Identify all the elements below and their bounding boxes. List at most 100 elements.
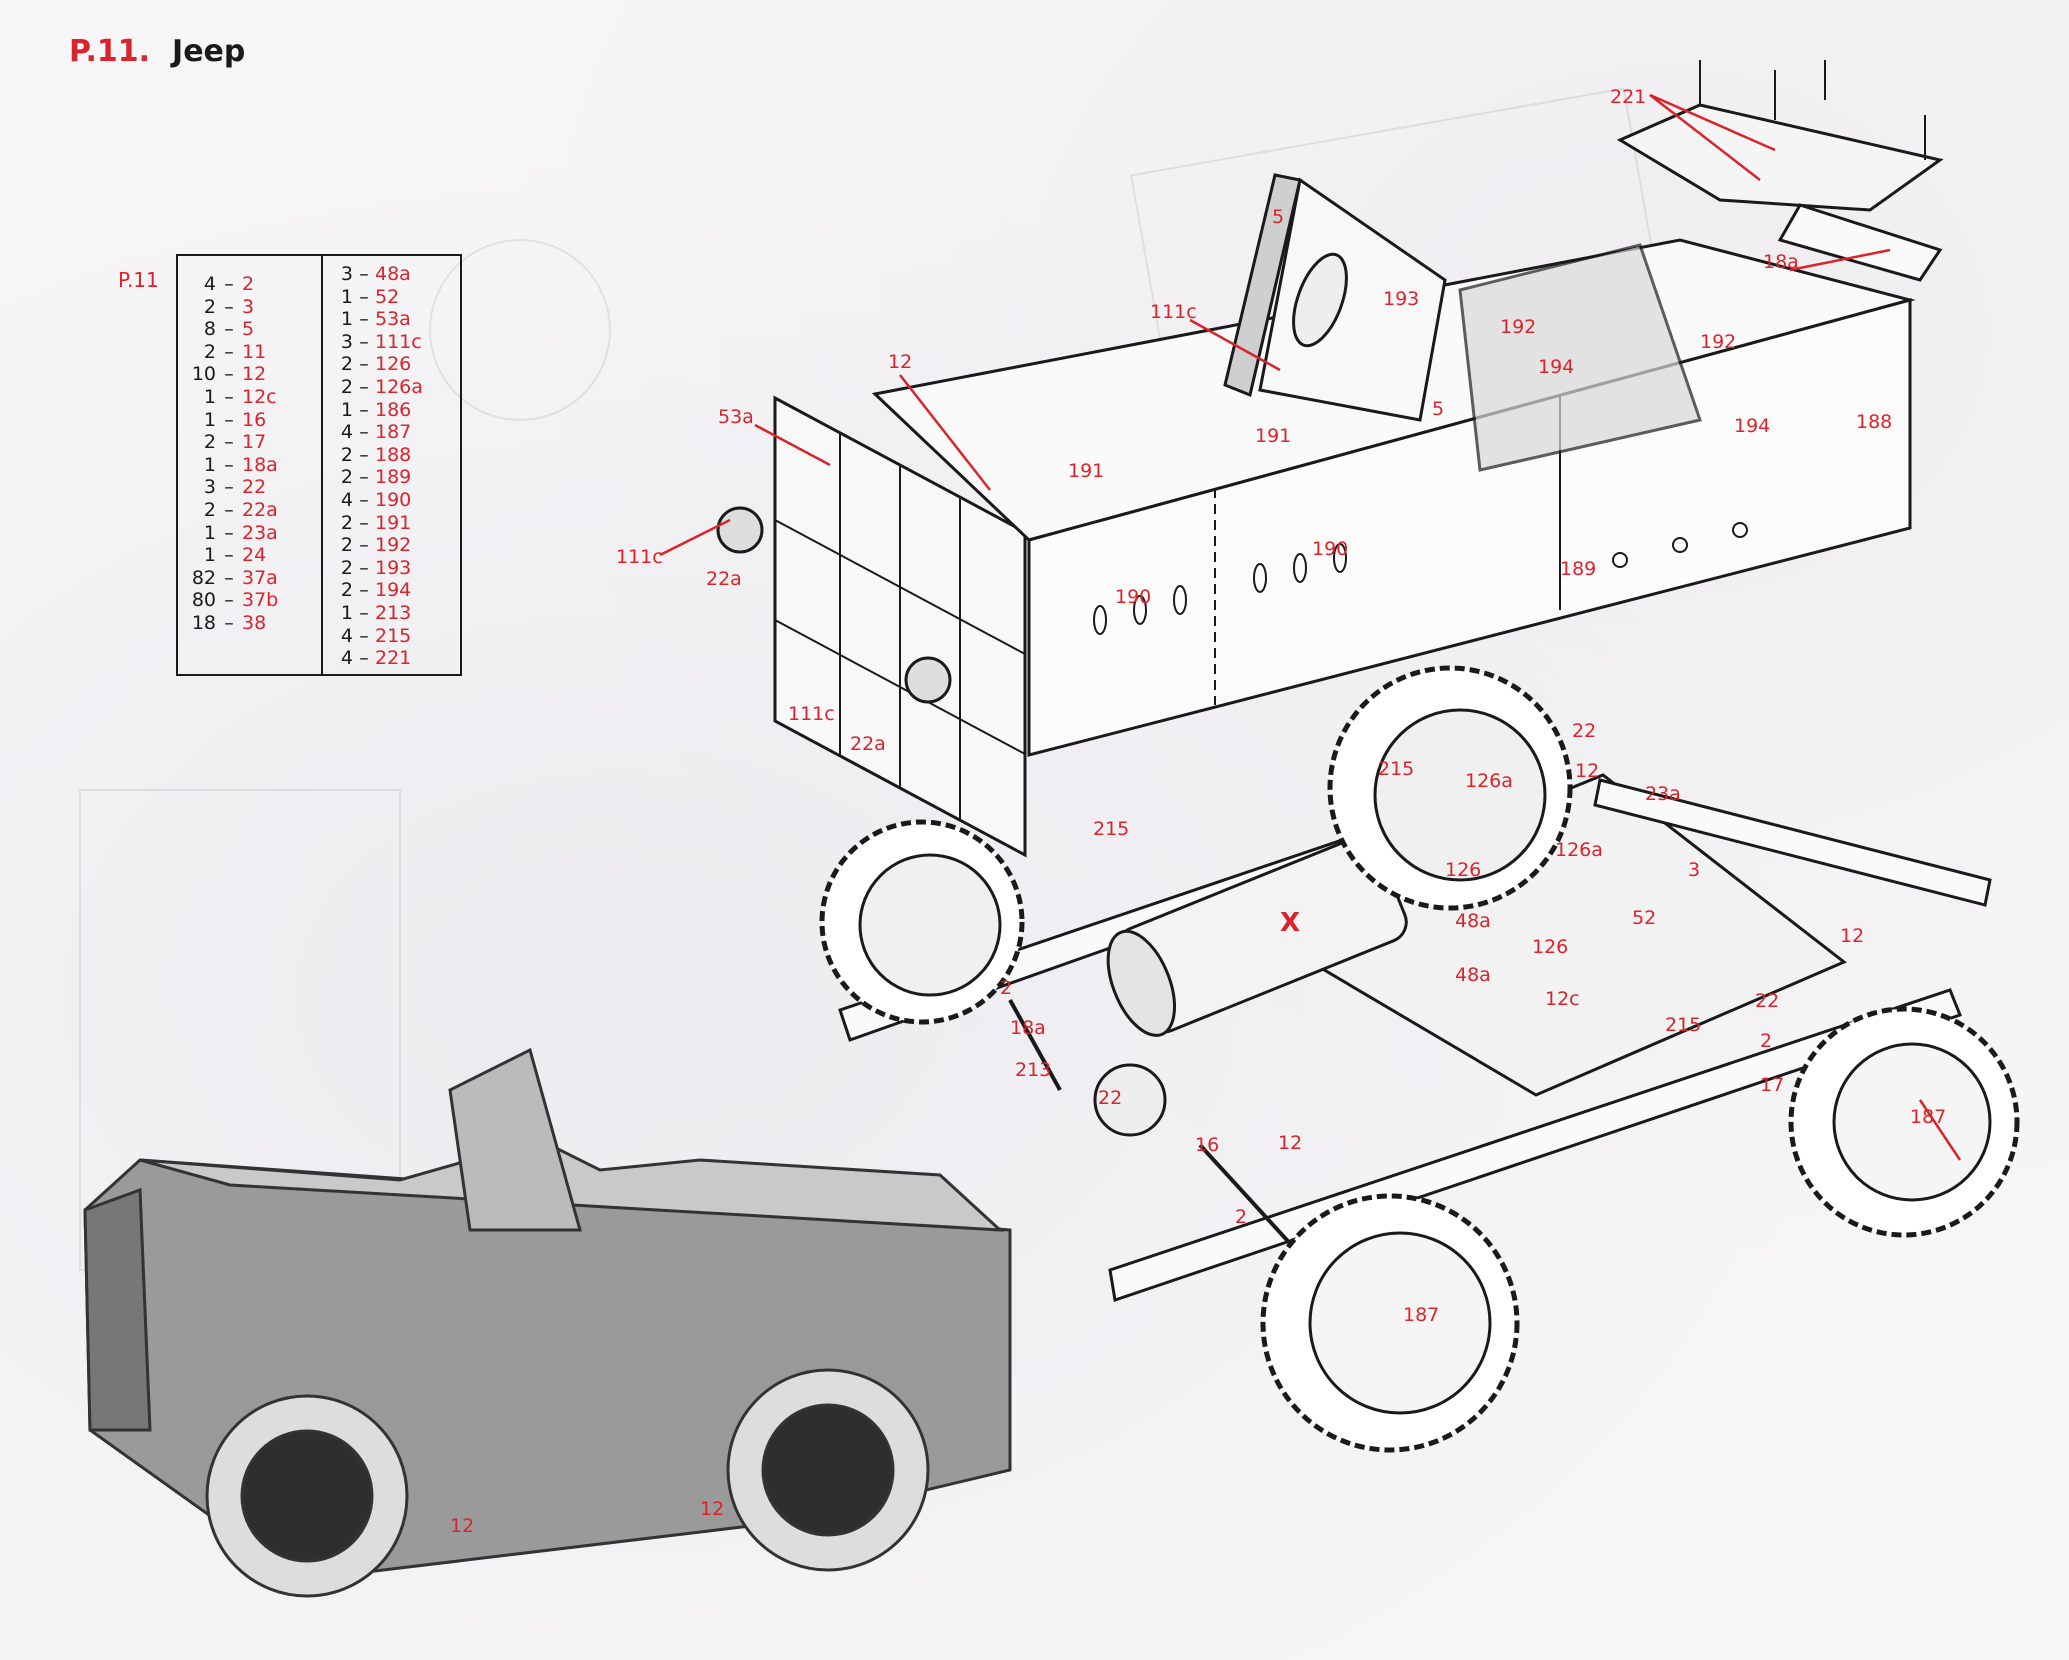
dash: –	[359, 263, 369, 285]
dash: –	[359, 488, 369, 511]
part-quantity: 4	[340, 488, 353, 511]
part-number: 52	[375, 285, 400, 308]
part-number: 126a	[375, 375, 423, 398]
part-callout-label: 215	[1378, 758, 1415, 780]
part-number: 22	[242, 476, 267, 499]
part-quantity: 2	[340, 556, 353, 579]
part-callout-label: 12	[1575, 760, 1600, 782]
parts-row: 2–126	[323, 353, 460, 376]
dash: –	[224, 363, 234, 386]
parts-row: 2–188	[323, 444, 460, 467]
part-number: 23a	[242, 521, 278, 544]
part-quantity: 4	[340, 421, 353, 444]
part-callout-label: 12	[888, 351, 913, 373]
part-callout-label: 12	[700, 1498, 725, 1520]
part-quantity: 2	[203, 295, 216, 318]
parts-row: 2–3	[178, 296, 321, 319]
part-number: 12c	[242, 385, 277, 408]
part-quantity: 2	[340, 443, 353, 466]
part-number: 187	[375, 421, 412, 444]
part-callout-label: 2	[1235, 1206, 1248, 1228]
parts-column-left: for(let i=0;i<16;i++)document.write('<di…	[178, 256, 323, 674]
part-quantity: 2	[203, 498, 216, 521]
dash: –	[224, 566, 234, 589]
parts-row: 3–48a	[323, 263, 460, 286]
jeep-photograph	[83, 1047, 1012, 1598]
part-callout-label: 194	[1734, 415, 1771, 437]
part-callout-label: 18a	[1763, 251, 1799, 273]
part-number: 37a	[242, 566, 278, 589]
part-callout-label: 111c	[1150, 301, 1197, 323]
parts-row: 2–17	[178, 431, 321, 454]
part-callout-label: 22	[1755, 990, 1780, 1012]
part-quantity: 3	[203, 476, 216, 499]
part-quantity: 3	[340, 330, 353, 353]
part-callout-label: 48a	[1455, 910, 1491, 932]
part-callout-label: 215	[1665, 1014, 1702, 1036]
parts-column-right: for(let i=0;i<18;i++)document.write('<di…	[323, 256, 460, 674]
part-callout-label: 193	[1383, 288, 1420, 310]
part-number: 53a	[375, 308, 411, 331]
dash: –	[359, 511, 369, 534]
part-callout-label: 187	[1403, 1304, 1440, 1326]
parts-row: 1–53a	[323, 308, 460, 331]
part-callout-label: 3	[1688, 859, 1701, 881]
part-quantity: 2	[340, 353, 353, 376]
part-number: 190	[375, 488, 412, 511]
part-callout-label: 213	[1015, 1059, 1052, 1081]
part-number: 213	[375, 601, 412, 624]
dash: –	[359, 443, 369, 466]
parts-row: 2–11	[178, 341, 321, 364]
part-quantity: 4	[340, 647, 353, 670]
part-callout-label: 22a	[706, 568, 742, 590]
part-number: 2	[242, 273, 255, 295]
dash: –	[359, 601, 369, 624]
dash: –	[224, 498, 234, 521]
dash: –	[224, 273, 234, 295]
dash: –	[359, 308, 369, 331]
part-quantity: 1	[340, 398, 353, 421]
part-quantity: 3	[340, 263, 353, 285]
part-quantity: 2	[340, 511, 353, 534]
part-quantity: 2	[340, 375, 353, 398]
part-number: 191	[375, 511, 412, 534]
part-callout-label: 17	[1760, 1074, 1785, 1096]
part-callout-label: 190	[1115, 586, 1152, 608]
part-number: 188	[375, 443, 412, 466]
part-callout-label: 190	[1312, 538, 1349, 560]
part-number: 48a	[375, 263, 411, 285]
part-number: 126	[375, 353, 412, 376]
parts-row: 3–111c	[323, 331, 460, 354]
dash: –	[359, 375, 369, 398]
dash: –	[359, 285, 369, 308]
parts-list-table: for(let i=0;i<16;i++)document.write('<di…	[176, 254, 462, 676]
part-callout-label: 126a	[1555, 839, 1603, 861]
part-quantity: 2	[340, 534, 353, 557]
parts-row: 3–22	[178, 476, 321, 499]
dash: –	[224, 431, 234, 454]
parts-row: 2–193	[323, 557, 460, 580]
parts-row: 1–18a	[178, 454, 321, 477]
dash: –	[224, 318, 234, 341]
part-callout-label: 23a	[1645, 783, 1681, 805]
part-callout-label: 191	[1068, 460, 1105, 482]
leader-lines	[659, 93, 1962, 1161]
part-quantity: 1	[203, 453, 216, 476]
parts-row: 8–5	[178, 318, 321, 341]
part-callout-label: 2	[1760, 1030, 1773, 1052]
part-number: 3	[242, 295, 255, 318]
part-number: 37b	[242, 589, 279, 612]
dash: –	[224, 340, 234, 363]
parts-row: 1–52	[323, 286, 460, 309]
part-number: 193	[375, 556, 412, 579]
part-number: 11	[242, 340, 267, 363]
parts-row: 4–215	[323, 625, 460, 648]
pulley-wheel-icon	[904, 656, 952, 704]
part-callout-label: 22	[1098, 1087, 1123, 1109]
parts-row: 1–213	[323, 602, 460, 625]
part-callout-label: 189	[1560, 558, 1597, 580]
part-number: 221	[375, 647, 412, 670]
parts-row: 2–194	[323, 579, 460, 602]
dash: –	[359, 556, 369, 579]
part-quantity: 1	[203, 385, 216, 408]
